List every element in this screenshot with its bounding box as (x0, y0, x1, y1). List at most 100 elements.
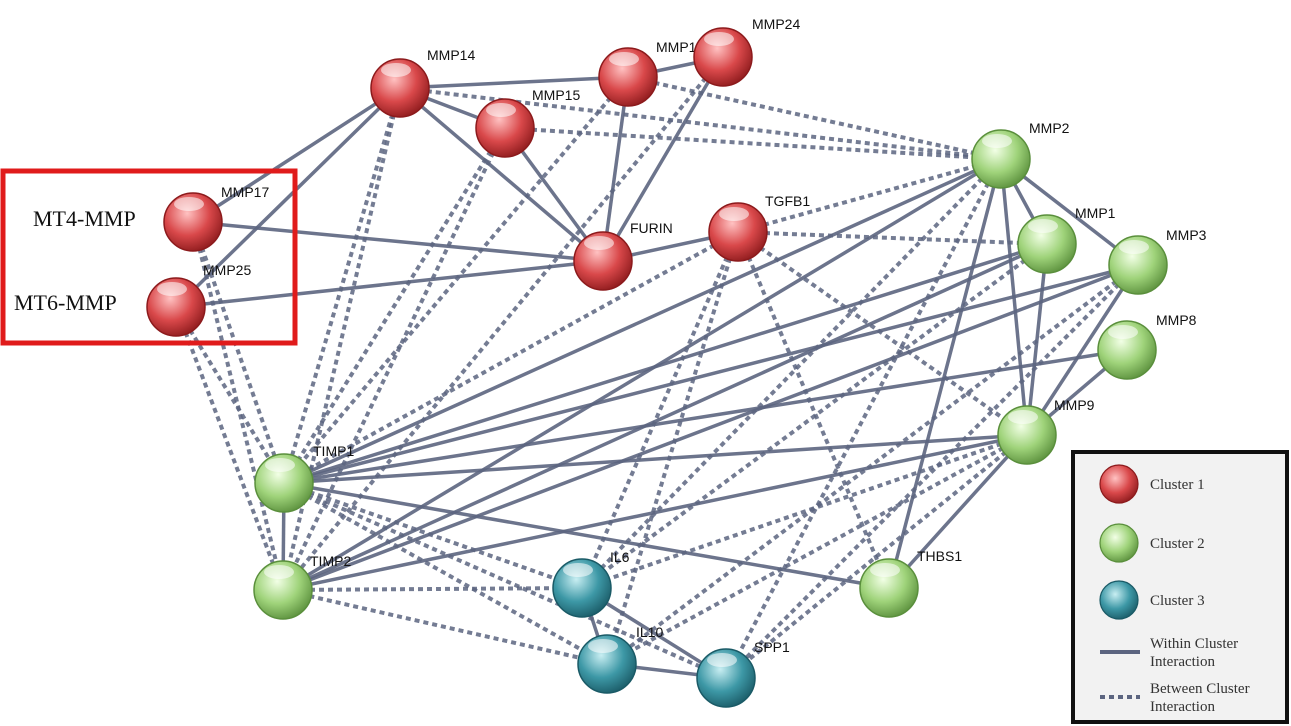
node-highlight (1119, 240, 1149, 254)
between-edge-mmp15-timp2 (281, 127, 507, 591)
node-label-timp1: TIMP1 (313, 443, 354, 459)
between-edge-mmp3-il10 (605, 263, 1140, 666)
node-label-mmp24: MMP24 (752, 16, 800, 32)
node-label-il6: IL6 (610, 549, 630, 565)
node-timp2[interactable]: TIMP2 (253, 553, 351, 620)
node-spp1[interactable]: SPP1 (696, 639, 790, 708)
between-edge-mmp14-timp1 (282, 87, 402, 484)
mt-mmp-callout: MT4-MMP MT6-MMP (0, 168, 298, 346)
within-edge-mmp1-mmp9 (1025, 243, 1049, 436)
node-label-mmp17: MMP17 (221, 184, 269, 200)
node-mmp25[interactable]: MMP25 (146, 262, 251, 337)
within-edge-mmp14-mmp25 (174, 86, 402, 309)
between-edge-mmp25-timp1 (174, 305, 286, 485)
within-edge-mmp25-furin (175, 259, 604, 309)
node-label-timp2: TIMP2 (310, 553, 351, 569)
between-edge-tgfb1-mmp1 (737, 230, 1048, 246)
between-edge-mmp9-il10 (606, 433, 1028, 666)
node-highlight (174, 197, 204, 211)
legend-swatch-c1 (1099, 464, 1139, 504)
legend-cluster-1-label: Cluster 1 (1150, 477, 1205, 493)
within-edge-mmp24-furin (601, 56, 725, 262)
node-thbs1[interactable]: THBS1 (859, 548, 962, 618)
within-edge-mmp2-timp2 (282, 157, 1002, 592)
node-highlight (870, 563, 900, 577)
node-label-mmp25: MMP25 (203, 262, 251, 278)
node-mmp17[interactable]: MMP17 (163, 184, 269, 252)
within-edge-mmp3-timp1 (283, 263, 1139, 485)
node-label-mmp15: MMP15 (532, 87, 580, 103)
node-highlight (609, 52, 639, 66)
within-edge-mmp2-thbs1 (887, 158, 1003, 589)
within-edge-mmp3-mmp9 (1025, 264, 1140, 436)
callout-mt4-mmp: MT4-MMP (33, 206, 136, 231)
node-mmp3[interactable]: MMP3 (1108, 227, 1207, 295)
legend-swatch-c3 (1099, 580, 1139, 620)
legend-within-label-2: Interaction (1150, 654, 1215, 670)
within-edge-mmp9-thbs1 (887, 433, 1029, 590)
legend-between-label-2: Interaction (1150, 699, 1215, 715)
node-label-mmp16: MMP16 (656, 39, 704, 55)
between-edge-mmp2-spp1 (724, 158, 1003, 679)
node-mmp8[interactable]: MMP8 (1097, 312, 1197, 380)
node-mmp15[interactable]: MMP15 (475, 87, 580, 158)
between-edge-mmp9-il6 (581, 433, 1028, 590)
legend-cluster-2-label: Cluster 2 (1150, 536, 1205, 552)
between-edge-timp1-il10 (283, 481, 608, 666)
within-edge-mmp9-timp1 (283, 433, 1028, 485)
node-il10[interactable]: IL10 (577, 624, 663, 694)
node-timp1[interactable]: TIMP1 (254, 443, 354, 513)
between-edge-mmp9-spp1 (724, 433, 1029, 680)
legend: Cluster 1 Cluster 2 Cluster 3 Within Clu… (1071, 450, 1289, 724)
between-edge-mmp16-mmp2 (627, 75, 1002, 161)
within-edge-mmp1-timp1 (283, 242, 1048, 485)
between-edge-timp1-il6 (283, 481, 583, 590)
between-edge-mmp25-timp2 (174, 306, 285, 591)
node-mmp24[interactable]: MMP24 (693, 16, 800, 87)
within-edge-mmp14-furin (398, 86, 605, 263)
node-label-thbs1: THBS1 (917, 548, 962, 564)
legend-between-label-1: Between Cluster (1150, 681, 1250, 697)
node-highlight (588, 639, 618, 653)
between-edge-mmp17-timp2 (191, 221, 285, 591)
within-edge-mmp8-timp1 (283, 348, 1128, 485)
within-edge-mmp9-timp2 (282, 433, 1028, 592)
between-edge-mmp3-spp1 (724, 263, 1140, 680)
node-highlight (1008, 410, 1038, 424)
within-edge-mmp16-furin (601, 76, 630, 262)
legend-cluster-3-label: Cluster 3 (1150, 593, 1205, 609)
node-label-tgfb1: TGFB1 (765, 193, 810, 209)
node-highlight (265, 458, 295, 472)
between-edge-mmp17-timp1 (191, 221, 286, 484)
between-edge-timp2-il10 (282, 588, 608, 666)
between-edge-tgfb1-il10 (605, 231, 740, 665)
within-edge-mmp2-timp1 (283, 157, 1002, 485)
node-mmp2[interactable]: MMP2 (971, 120, 1070, 189)
between-edge-tgfb1-timp1 (283, 230, 739, 485)
node-label-mmp2: MMP2 (1029, 120, 1070, 136)
node-highlight (381, 63, 411, 77)
within-edge-mmp17-furin (192, 220, 604, 263)
node-label-mmp8: MMP8 (1156, 312, 1197, 328)
between-edge-tgfb1-thbs1 (736, 231, 891, 589)
between-edge-tgfb1-mmp9 (736, 230, 1029, 437)
node-highlight (704, 32, 734, 46)
between-edge-mmp15-timp1 (282, 126, 507, 485)
node-label-mmp9: MMP9 (1054, 397, 1095, 413)
node-furin[interactable]: FURIN (573, 220, 673, 291)
node-label-spp1: SPP1 (754, 639, 790, 655)
within-edge-mmp14-mmp17 (192, 86, 401, 224)
node-tgfb1[interactable]: TGFB1 (708, 193, 810, 262)
node-highlight (486, 103, 516, 117)
node-il6[interactable]: IL6 (552, 549, 630, 618)
node-highlight (982, 134, 1012, 148)
node-mmp9[interactable]: MMP9 (997, 397, 1095, 465)
node-highlight (1108, 325, 1138, 339)
node-mmp1[interactable]: MMP1 (1017, 205, 1116, 274)
node-mmp14[interactable]: MMP14 (370, 47, 475, 118)
node-highlight (264, 565, 294, 579)
legend-swatch-c2 (1099, 523, 1139, 563)
node-mmp16[interactable]: MMP16 (598, 39, 704, 107)
between-edge-mmp14-timp2 (281, 87, 402, 591)
